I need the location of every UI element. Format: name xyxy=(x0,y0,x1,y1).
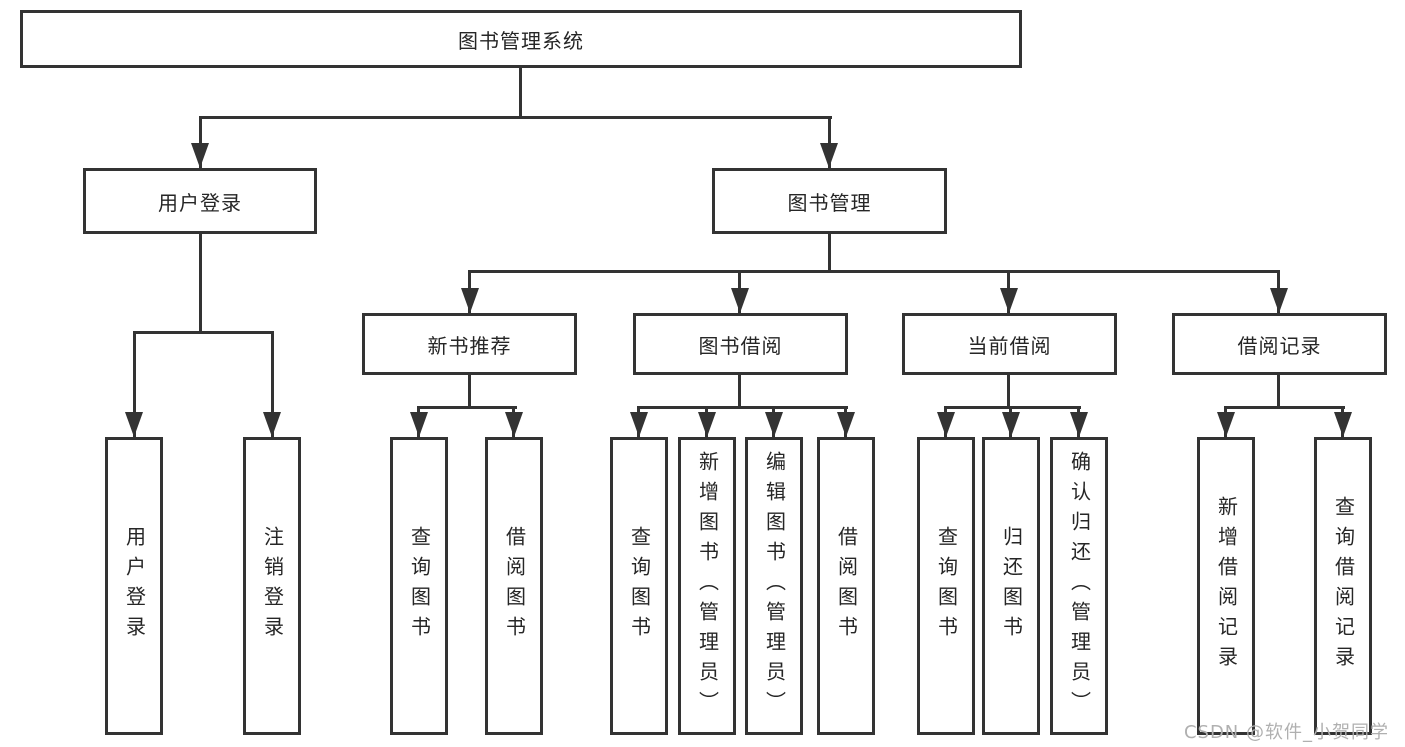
arrowhead-icon xyxy=(731,288,749,313)
leaf-label: 新增图书（管理员） xyxy=(695,451,720,721)
arrowhead-icon xyxy=(1217,412,1235,437)
leaf-user-login: 用户登录 xyxy=(105,437,163,735)
node-book-management: 图书管理 xyxy=(712,168,947,234)
leaf-borrow-book: 借阅图书 xyxy=(817,437,875,735)
leaf-label: 查询图书 xyxy=(627,526,652,646)
arrowhead-icon xyxy=(630,412,648,437)
leaf-query-book-current: 查询图书 xyxy=(917,437,975,735)
node-current-borrowing: 当前借阅 xyxy=(902,313,1117,375)
node-borrowing-records-label: 借阅记录 xyxy=(1237,333,1322,358)
node-user-login: 用户登录 xyxy=(83,168,317,234)
leaf-label: 确认归还（管理员） xyxy=(1067,451,1092,721)
connector-line xyxy=(738,375,741,408)
connector-line xyxy=(468,375,471,408)
node-new-book-recommend: 新书推荐 xyxy=(362,313,577,375)
connector-line xyxy=(468,270,1280,273)
connector-line xyxy=(199,234,202,333)
leaf-label: 查询借阅记录 xyxy=(1331,496,1356,676)
leaf-label: 注销登录 xyxy=(260,526,285,646)
arrowhead-icon xyxy=(698,412,716,437)
arrowhead-icon xyxy=(1002,412,1020,437)
leaf-label: 用户登录 xyxy=(122,526,147,646)
leaf-query-book-newbook: 查询图书 xyxy=(390,437,448,735)
connector-line xyxy=(944,406,1081,409)
connector-line xyxy=(271,331,274,437)
connector-line xyxy=(133,331,274,334)
node-book-borrowing: 图书借阅 xyxy=(633,313,848,375)
leaf-label: 查询图书 xyxy=(407,526,432,646)
csdn-watermark: CSDN @软件_小贺同学 xyxy=(1183,722,1389,743)
leaf-label: 借阅图书 xyxy=(834,526,859,646)
leaf-label: 新增借阅记录 xyxy=(1214,496,1239,676)
leaf-borrow-book-newbook: 借阅图书 xyxy=(485,437,543,735)
connector-line xyxy=(133,331,136,437)
leaf-label: 归还图书 xyxy=(999,526,1024,646)
arrowhead-icon xyxy=(263,412,281,437)
arrowhead-icon xyxy=(1334,412,1352,437)
connector-line xyxy=(828,234,831,272)
leaf-label: 编辑图书（管理员） xyxy=(762,451,787,721)
leaf-query-book-borrow: 查询图书 xyxy=(610,437,668,735)
connector-line xyxy=(1224,406,1345,409)
node-root-label: 图书管理系统 xyxy=(458,28,584,53)
node-current-borrowing-label: 当前借阅 xyxy=(967,333,1052,358)
arrowhead-icon xyxy=(820,143,838,168)
leaf-return-book: 归还图书 xyxy=(982,437,1040,735)
node-book-management-label: 图书管理 xyxy=(787,190,872,215)
connector-line xyxy=(828,116,831,168)
connector-line xyxy=(1007,375,1010,408)
node-borrowing-records: 借阅记录 xyxy=(1172,313,1387,375)
arrowhead-icon xyxy=(937,412,955,437)
connector-line xyxy=(519,66,522,118)
arrowhead-icon xyxy=(191,143,209,168)
arrowhead-icon xyxy=(1270,288,1288,313)
node-user-login-label: 用户登录 xyxy=(158,190,242,215)
connector-line xyxy=(1277,375,1280,408)
arrowhead-icon xyxy=(410,412,428,437)
leaf-logout: 注销登录 xyxy=(243,437,301,735)
connector-line xyxy=(199,116,202,168)
connector-line xyxy=(199,116,832,119)
node-book-borrowing-label: 图书借阅 xyxy=(698,333,783,358)
node-new-book-recommend-label: 新书推荐 xyxy=(427,333,512,358)
leaf-edit-book-admin: 编辑图书（管理员） xyxy=(745,437,803,735)
leaf-query-borrow-record: 查询借阅记录 xyxy=(1314,437,1372,735)
node-root-system: 图书管理系统 xyxy=(20,10,1022,68)
leaf-label: 查询图书 xyxy=(934,526,959,646)
leaf-confirm-return-admin: 确认归还（管理员） xyxy=(1050,437,1108,735)
arrowhead-icon xyxy=(837,412,855,437)
arrowhead-icon xyxy=(505,412,523,437)
arrowhead-icon xyxy=(1070,412,1088,437)
leaf-add-book-admin: 新增图书（管理员） xyxy=(678,437,736,735)
connector-line xyxy=(417,406,517,409)
connector-line xyxy=(637,406,848,409)
arrowhead-icon xyxy=(125,412,143,437)
leaf-label: 借阅图书 xyxy=(502,526,527,646)
arrowhead-icon xyxy=(1000,288,1018,313)
arrowhead-icon xyxy=(765,412,783,437)
arrowhead-icon xyxy=(461,288,479,313)
leaf-add-borrow-record: 新增借阅记录 xyxy=(1197,437,1255,735)
